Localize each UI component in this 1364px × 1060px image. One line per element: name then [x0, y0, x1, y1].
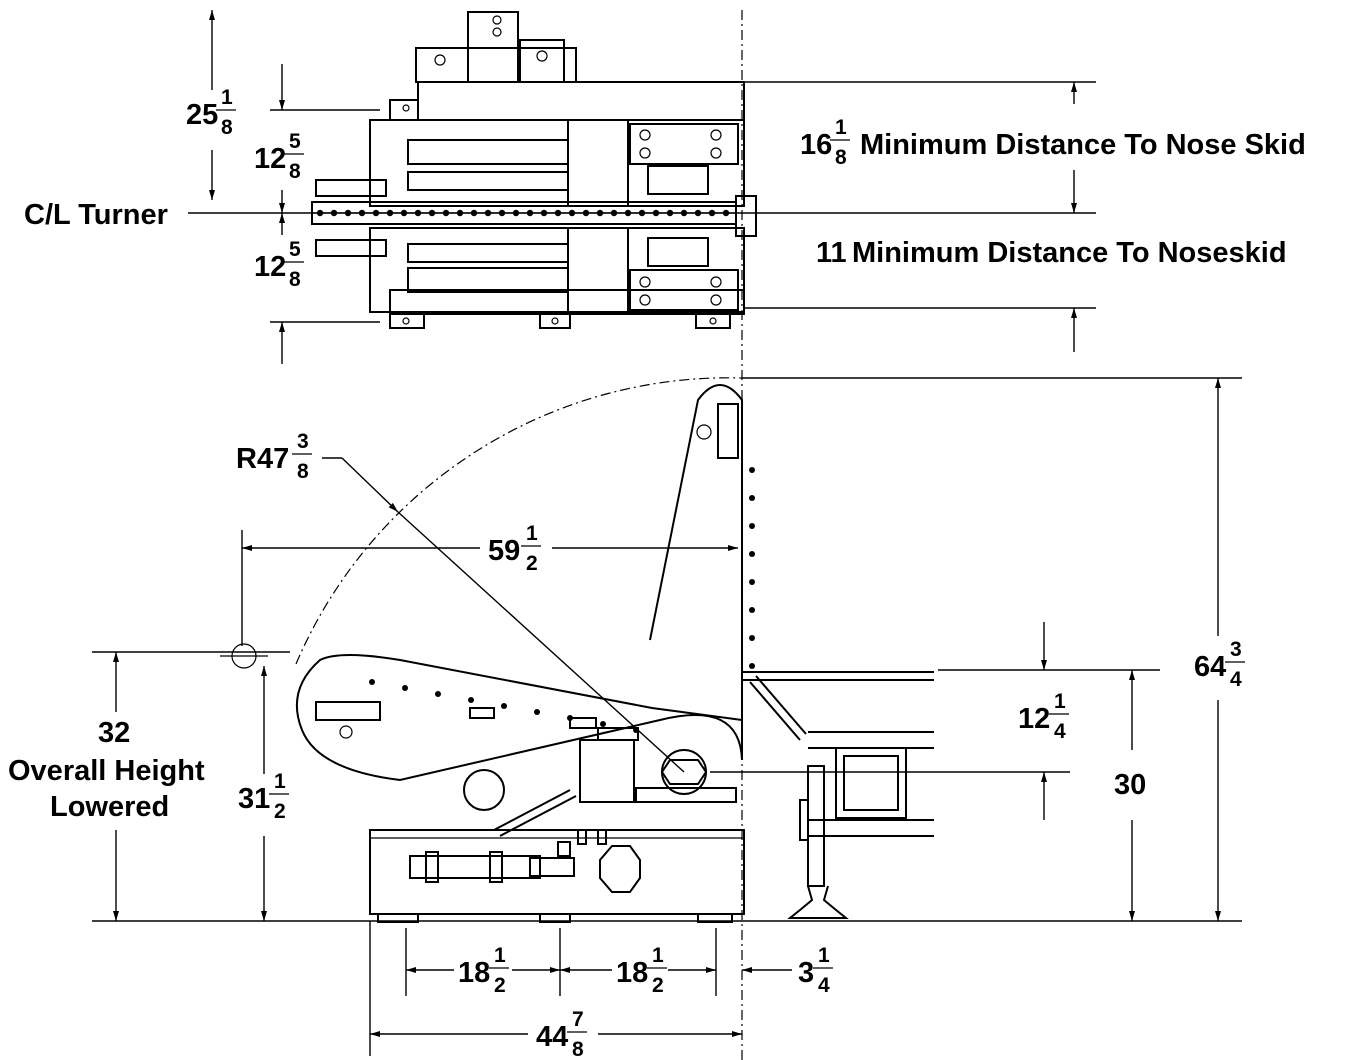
svg-text:2: 2 [526, 552, 538, 575]
centerline-label: C/L Turner [24, 199, 168, 231]
svg-text:8: 8 [289, 160, 301, 183]
svg-text:4: 4 [1230, 668, 1242, 691]
bolt [468, 697, 474, 703]
dim-base-right: 18 1 2 [616, 944, 667, 997]
svg-text:1: 1 [818, 944, 830, 967]
svg-text:8: 8 [297, 460, 309, 483]
svg-text:2: 2 [494, 974, 506, 997]
svg-text:1: 1 [652, 944, 664, 967]
svg-text:44: 44 [536, 1021, 568, 1053]
bolt [402, 685, 408, 691]
bolt [749, 579, 755, 585]
bolt [749, 635, 755, 641]
bolt [567, 715, 573, 721]
svg-text:8: 8 [289, 268, 301, 291]
side-view-dimensions [92, 378, 1221, 1056]
svg-text:18: 18 [616, 957, 648, 989]
dim-25-1-8: 25 1 8 [186, 86, 236, 139]
svg-text:31: 31 [238, 783, 270, 815]
svg-text:16: 16 [800, 129, 832, 161]
dim-pivot-height: 31 1 2 [238, 770, 289, 823]
dim-overall-height: 64 3 4 [1194, 638, 1245, 691]
svg-text:5: 5 [289, 130, 301, 153]
svg-text:3: 3 [1230, 638, 1242, 661]
svg-text:4: 4 [818, 974, 830, 997]
dim-deck-height: 30 [1114, 769, 1146, 801]
svg-text:Lowered: Lowered [50, 791, 169, 823]
svg-text:12: 12 [254, 143, 286, 175]
bolt [369, 679, 375, 685]
svg-text:8: 8 [835, 146, 847, 169]
svg-text:5: 5 [289, 238, 301, 261]
bolt [749, 607, 755, 613]
bolt [600, 721, 606, 727]
svg-text:3: 3 [798, 957, 814, 989]
dim-radius: R47 3 8 [236, 430, 312, 483]
svg-text:32: 32 [98, 717, 130, 749]
svg-text:2: 2 [274, 800, 286, 823]
svg-text:25: 25 [186, 99, 218, 131]
svg-text:Minimum Distance To Noseskid: Minimum Distance To Noseskid [852, 237, 1287, 269]
svg-text:59: 59 [488, 535, 520, 567]
svg-text:1: 1 [1054, 690, 1066, 713]
bolt [749, 467, 755, 473]
top-view [311, 11, 757, 329]
bolt [749, 495, 755, 501]
bolt [534, 709, 540, 715]
svg-text:1: 1 [274, 770, 286, 793]
svg-text:11: 11 [816, 237, 847, 269]
dim-noseskid: 11 Minimum Distance To Noseskid [816, 237, 1287, 269]
svg-text:Overall Height: Overall Height [8, 755, 205, 787]
svg-text:8: 8 [572, 1038, 584, 1060]
dim-12-5-8-lower: 12 5 8 [254, 238, 304, 291]
svg-text:4: 4 [1054, 720, 1066, 743]
dim-reach: 59 1 2 [488, 522, 541, 575]
svg-text:1: 1 [494, 944, 506, 967]
bolt [749, 663, 755, 669]
bolt [501, 703, 507, 709]
side-view [92, 377, 1242, 923]
svg-text:1: 1 [835, 116, 847, 139]
bolt-dots [369, 467, 755, 733]
svg-text:64: 64 [1194, 651, 1226, 683]
svg-text:18: 18 [458, 957, 490, 989]
svg-text:Minimum Distance To Nose Skid: Minimum Distance To Nose Skid [860, 129, 1306, 161]
svg-text:2: 2 [652, 974, 664, 997]
svg-text:R47: R47 [236, 443, 289, 475]
dim-base-left: 18 1 2 [458, 944, 509, 997]
svg-text:1: 1 [526, 522, 538, 545]
dim-overhang: 3 1 4 [798, 944, 833, 997]
bolt [749, 523, 755, 529]
dim-pivot-rise: 12 1 4 [1018, 690, 1069, 743]
svg-text:1: 1 [221, 86, 233, 109]
svg-text:8: 8 [221, 116, 233, 139]
svg-text:3: 3 [297, 430, 309, 453]
dimension-labels: 25 1 8 12 5 8 C/L Turner 12 5 8 16 1 8 M… [8, 86, 1306, 1060]
bolt [633, 727, 639, 733]
dim-overall-length: 44 7 8 [536, 1008, 587, 1060]
dim-lowered-height: 32 Overall Height Lowered [8, 717, 205, 823]
svg-text:12: 12 [1018, 703, 1050, 735]
bolt [435, 691, 441, 697]
dim-nose-skid: 16 1 8 Minimum Distance To Nose Skid [800, 116, 1306, 169]
svg-text:12: 12 [254, 251, 286, 283]
bolt [749, 551, 755, 557]
top-view-dimensions [188, 9, 1096, 364]
svg-text:7: 7 [572, 1008, 584, 1031]
dim-12-5-8-upper: 12 5 8 [254, 130, 304, 183]
